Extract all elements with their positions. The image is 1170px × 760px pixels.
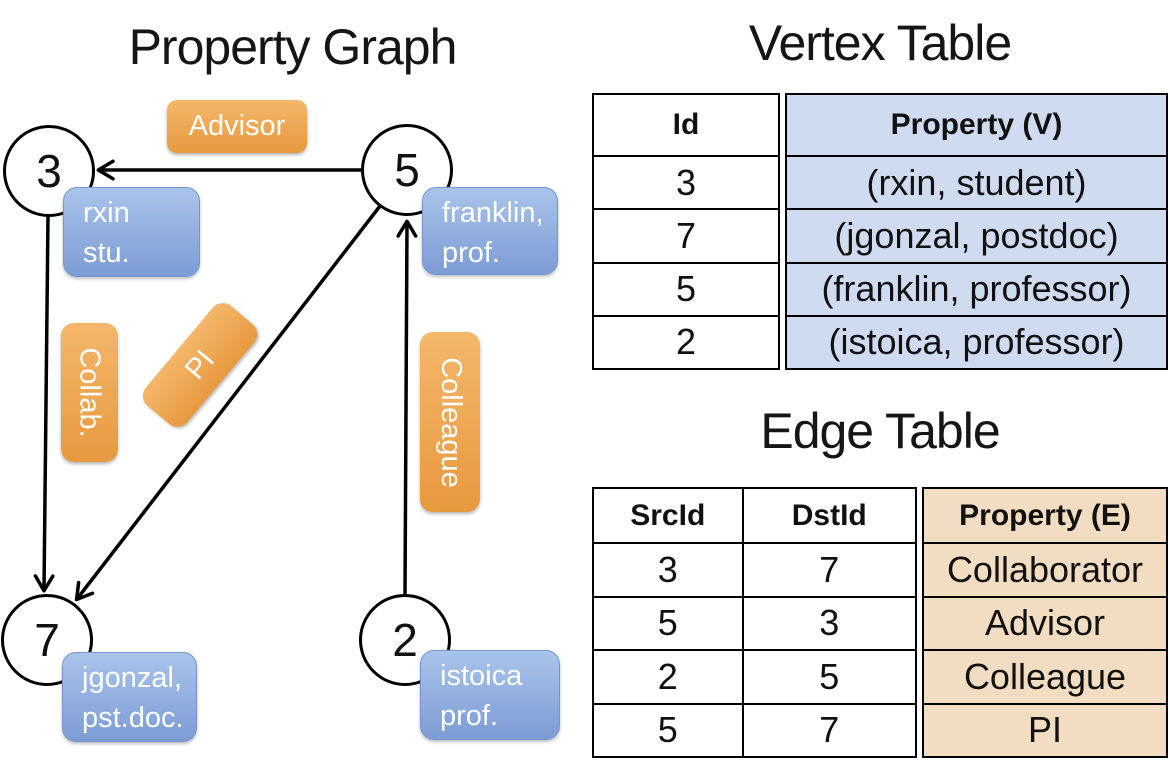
vertex-table-property-header: Property (V)	[890, 108, 1063, 141]
edge-label-advisor: Advisor	[167, 100, 307, 153]
edge-srcid-cell: 2	[657, 655, 678, 697]
property-graph-title: Property Graph	[128, 19, 458, 75]
edge-collab-3-to-7	[33, 215, 55, 593]
vertex-id-cell: 5	[594, 261, 778, 315]
vertex-property-line1: jgonzal,	[82, 662, 182, 694]
vertex-property-line1: franklin,	[442, 197, 544, 229]
edge-dstid-cell: 7	[741, 704, 916, 756]
edge-property-cell: Advisor	[924, 595, 1166, 650]
graph-node-3: 3	[3, 125, 95, 217]
node-id-label: 2	[392, 614, 418, 666]
vertex-property-box-rxin: rxin stu.	[63, 187, 200, 277]
vertex-property-line2: stu.	[83, 237, 130, 269]
edge-srcid-cell: 3	[657, 548, 678, 590]
vertex-property-box-jgonzal: jgonzal, pst.doc.	[62, 652, 197, 742]
node-id-label: 7	[34, 614, 60, 666]
vertex-property-cell: (jgonzal, postdoc)	[787, 208, 1166, 261]
vertex-property-cell: (rxin, student)	[787, 155, 1166, 208]
edge-table-property-column: Property (E) Collaborator Advisor Collea…	[922, 487, 1168, 758]
edge-table-srcid-header: SrcId	[630, 498, 706, 532]
edge-label-collab: Collab.	[61, 323, 118, 462]
vertex-table-property-column: Property (V) (rxin, student) (jgonzal, p…	[785, 93, 1168, 370]
edge-srcid-cell: 5	[657, 602, 678, 644]
edge-property-cell: PI	[924, 702, 1166, 757]
vertex-table-id-column: Id 3 7 5 2	[592, 93, 780, 370]
vertex-property-box-istoica: istoica prof.	[420, 650, 560, 740]
edge-colleague-2-to-5	[396, 219, 418, 596]
vertex-table-id-header: Id	[672, 108, 700, 141]
edge-table-dstid-header: DstId	[741, 489, 916, 542]
edge-dstid-cell: 7	[741, 544, 916, 596]
edge-dstid-cell: 5	[741, 651, 916, 703]
vertex-id-cell: 7	[594, 208, 778, 261]
edge-property-cell: Collaborator	[924, 542, 1166, 596]
vertex-property-line2: prof.	[440, 700, 499, 732]
vertex-property-box-franklin: franklin, prof.	[422, 187, 558, 275]
vertex-table-title: Vertex Table	[748, 15, 1012, 71]
edge-table-title: Edge Table	[760, 403, 1000, 459]
vertex-property-line2: prof.	[442, 237, 501, 269]
edge-dstid-cell: 3	[741, 597, 916, 649]
edge-label-text: Advisor	[188, 110, 286, 142]
edge-label-text: PI	[178, 343, 221, 386]
edge-label-text: Collab.	[74, 347, 106, 438]
edge-label-colleague: Colleague	[420, 332, 480, 512]
vertex-id-cell: 2	[594, 314, 778, 368]
vertex-property-line1: rxin	[83, 197, 130, 229]
edge-label-pi: PI	[137, 297, 263, 433]
edge-table-id-columns: SrcId DstId 3 7 5 3 2 5 5 7	[592, 487, 917, 758]
edge-property-cell: Colleague	[924, 649, 1166, 703]
vertex-id-cell: 3	[594, 155, 778, 208]
vertex-property-cell: (istoica, professor)	[787, 314, 1166, 368]
edge-srcid-cell: 5	[657, 709, 678, 751]
edge-label-text: Colleague	[434, 356, 467, 488]
node-id-label: 5	[394, 144, 420, 196]
node-id-label: 3	[36, 145, 62, 197]
edge-table-property-header: Property (E)	[959, 498, 1131, 532]
vertex-property-line2: pst.doc.	[82, 702, 184, 734]
vertex-property-cell: (franklin, professor)	[787, 261, 1166, 315]
vertex-property-line1: istoica	[440, 660, 523, 692]
